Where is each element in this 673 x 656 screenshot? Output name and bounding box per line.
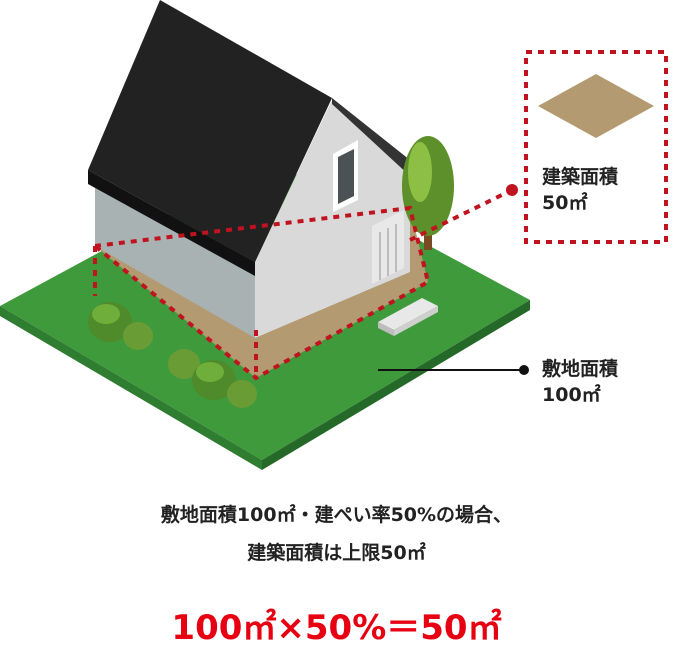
building-area-label-title: 建築面積: [542, 164, 618, 190]
site-area-label-value: 100㎡: [542, 382, 618, 408]
site-area-leader-dot: [519, 365, 529, 375]
formula: 100㎡×50%＝50㎡: [0, 606, 673, 650]
site-area-label-title: 敷地面積: [542, 356, 618, 382]
building-area-label: 建築面積 50㎡: [542, 164, 618, 216]
building-area-label-value: 50㎡: [542, 190, 618, 216]
building-area-swatch: [538, 74, 654, 138]
caption-line-2: 建築面積は上限50㎡: [0, 538, 673, 568]
building-area-leader-dot: [506, 184, 518, 196]
site-area-label: 敷地面積 100㎡: [542, 356, 618, 408]
caption-line-1: 敷地面積100㎡・建ぺい率50%の場合、: [0, 500, 673, 530]
